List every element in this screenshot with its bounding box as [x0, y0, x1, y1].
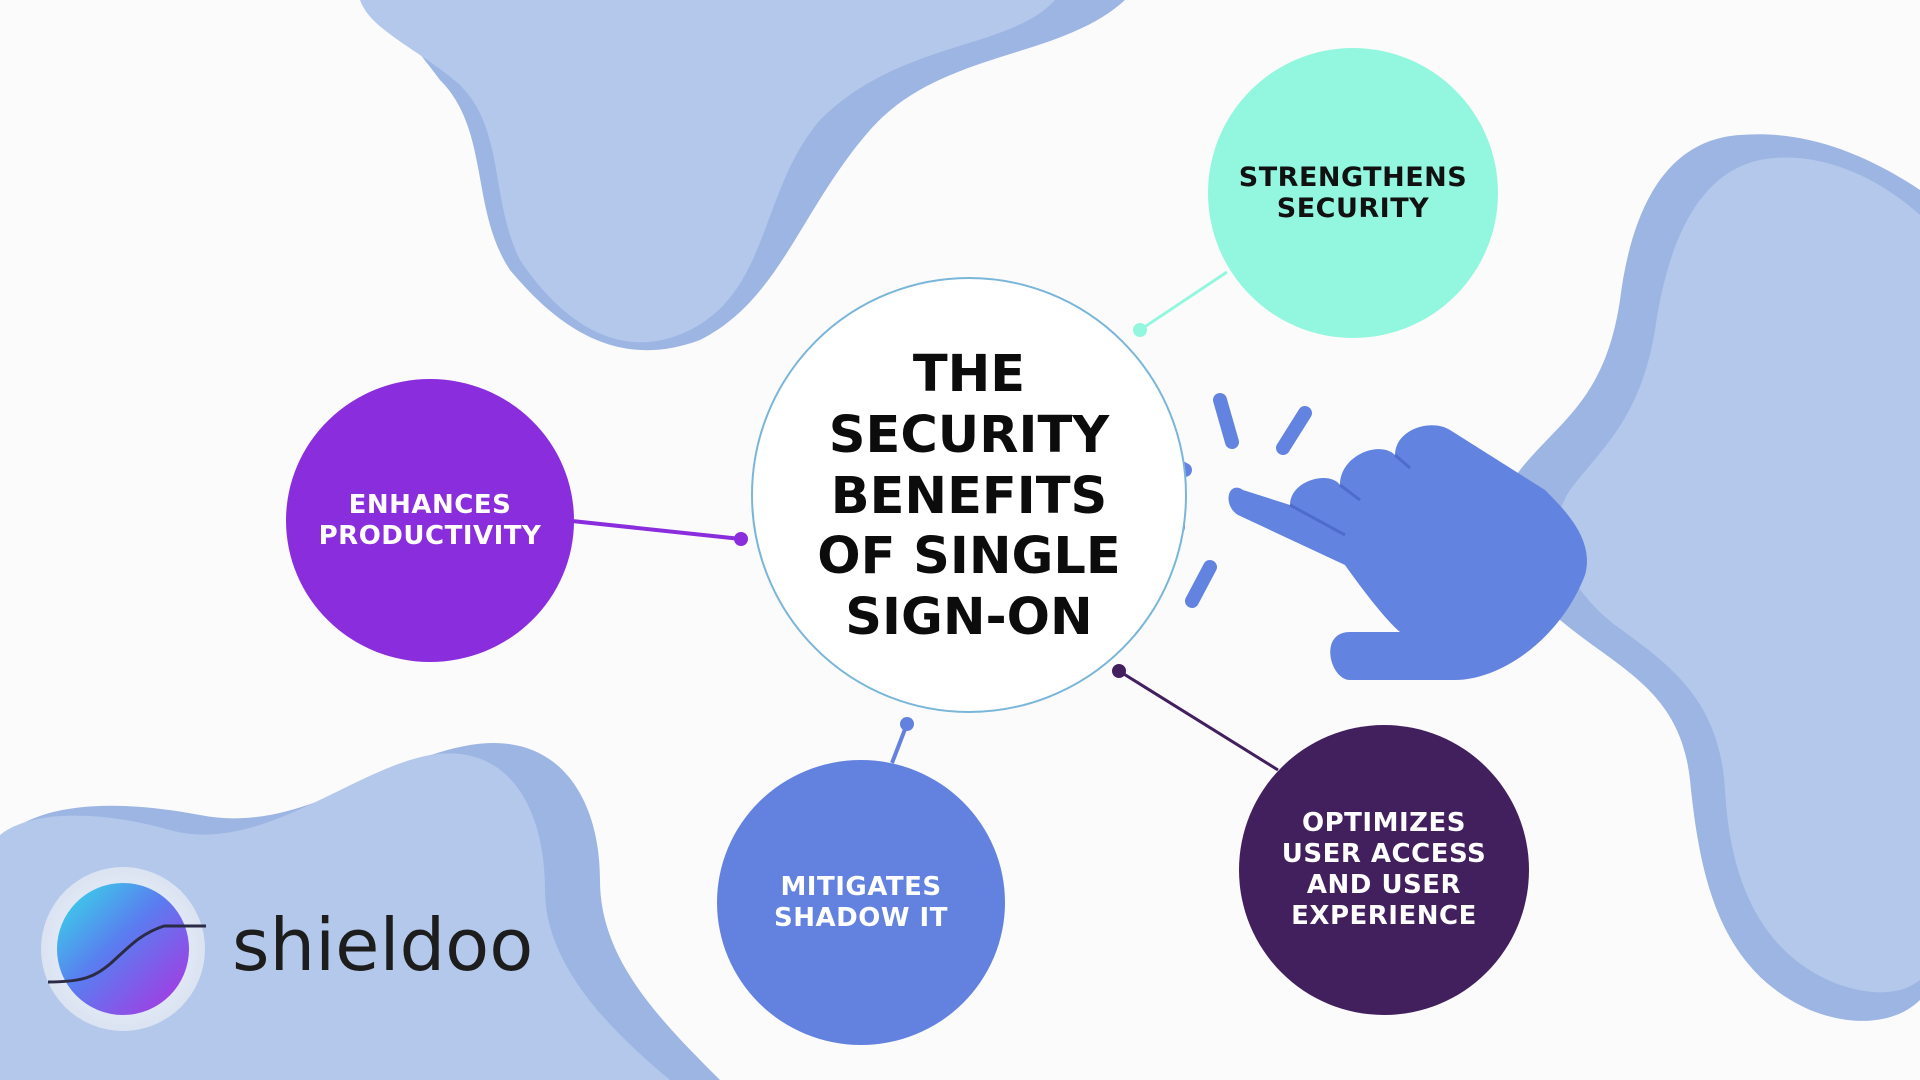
connector-enhances — [571, 519, 742, 541]
brand-logo: shieldoo — [40, 864, 533, 1034]
bubble-label: STRENGTHENS SECURITY — [1238, 161, 1468, 224]
top-blob — [360, 0, 1055, 343]
connector-dot-mitigates — [900, 717, 914, 731]
bubble-mitigates-shadow-it: MITIGATES SHADOW IT — [717, 760, 1005, 1045]
bubble-label: OPTIMIZES USER ACCESS AND USER EXPERIENC… — [1281, 807, 1487, 932]
bubble-label: ENHANCES PRODUCTIVITY — [318, 490, 542, 551]
connector-optimizes — [1118, 669, 1279, 772]
logo-wordmark: shieldoo — [232, 903, 534, 987]
bubble-strengthens-security: STRENGTHENS SECURITY — [1208, 48, 1498, 338]
connector-dot-enhances — [734, 532, 748, 546]
logo-mark-icon — [41, 867, 206, 1031]
connector-strengthens — [1139, 270, 1228, 332]
bubble-optimizes-user-access: OPTIMIZES USER ACCESS AND USER EXPERIENC… — [1239, 725, 1529, 1015]
right-blob — [1557, 157, 1920, 993]
diagram-title: THE SECURITY BENEFITS OF SINGLE SIGN-ON — [817, 345, 1121, 648]
bubble-label: MITIGATES SHADOW IT — [774, 872, 948, 933]
bubble-enhances-productivity: ENHANCES PRODUCTIVITY — [286, 379, 574, 662]
pointing-hand-icon — [1131, 393, 1587, 680]
connector-dot-optimizes — [1112, 664, 1126, 678]
center-title-circle: THE SECURITY BENEFITS OF SINGLE SIGN-ON — [751, 277, 1187, 713]
connector-dot-strengthens — [1133, 323, 1147, 337]
